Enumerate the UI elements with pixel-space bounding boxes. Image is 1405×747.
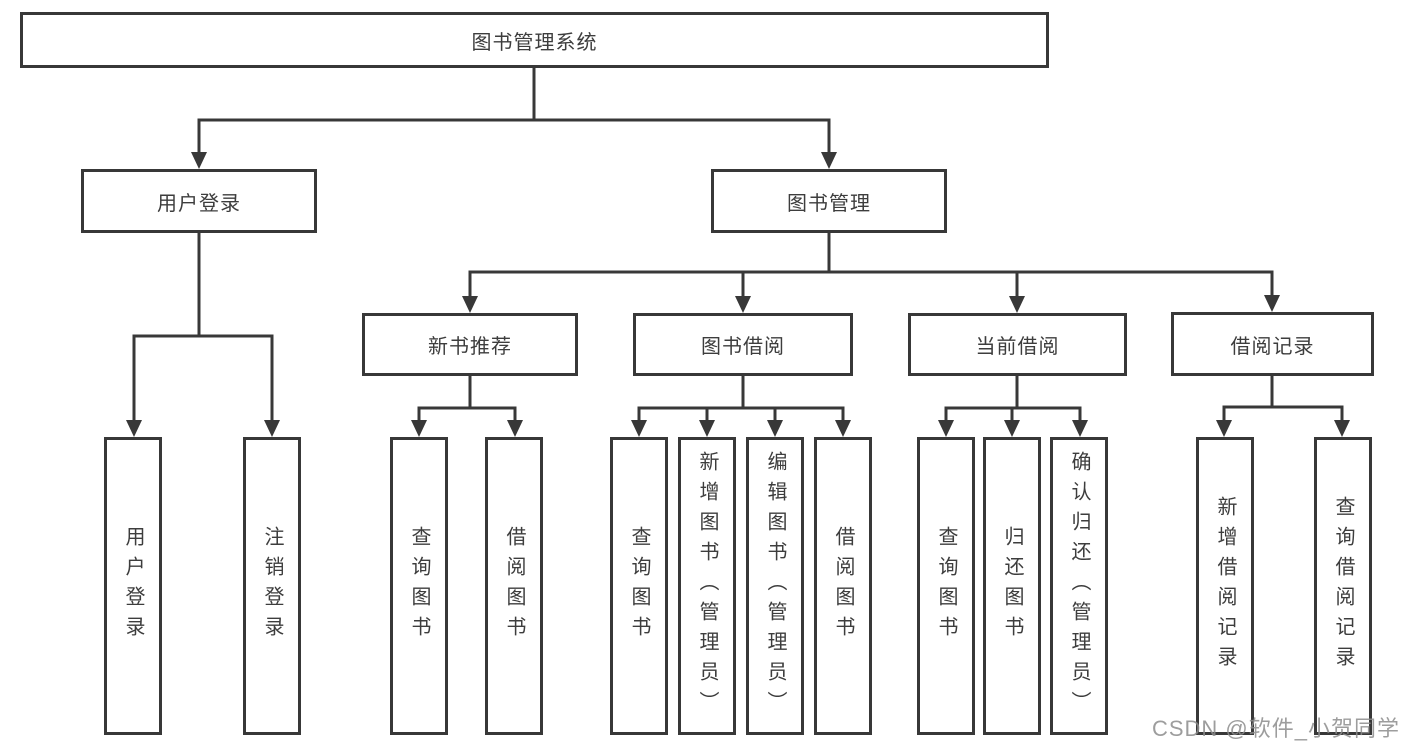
node-user-login: 用户登录: [81, 169, 317, 233]
node-book-management-label: 图书管理: [787, 192, 871, 215]
leaf-query-books-borrow: 查询图书: [610, 437, 668, 735]
node-user-login-label: 用户登录: [157, 192, 241, 215]
csdn-watermark: CSDN @软件_小贺同学: [1151, 716, 1400, 741]
leaf-borrow-books-recommend: 借阅图书: [485, 437, 543, 735]
leaf-add-books-admin-label: 新增图书（管理员）: [696, 451, 718, 721]
leaf-return-books: 归还图书: [983, 437, 1041, 735]
leaf-add-borrow-record: 新增借阅记录: [1196, 437, 1254, 735]
leaf-confirm-return-admin: 确认归还（管理员）: [1050, 437, 1108, 735]
leaf-query-books-borrow-label: 查询图书: [628, 526, 650, 646]
leaf-user-login: 用户登录: [104, 437, 162, 735]
leaf-confirm-return-admin-label: 确认归还（管理员）: [1068, 451, 1090, 721]
leaf-edit-books-admin-label: 编辑图书（管理员）: [764, 451, 786, 721]
leaf-borrow-books-label: 借阅图书: [832, 526, 854, 646]
leaf-query-borrow-record-label: 查询借阅记录: [1332, 496, 1354, 676]
leaf-borrow-books: 借阅图书: [814, 437, 872, 735]
node-book-borrowing-label: 图书借阅: [701, 336, 785, 358]
node-book-management: 图书管理: [711, 169, 947, 233]
leaf-edit-books-admin: 编辑图书（管理员）: [746, 437, 804, 735]
leaf-return-books-label: 归还图书: [1001, 526, 1023, 646]
node-root-label: 图书管理系统: [471, 31, 598, 54]
node-new-book-recommend-label: 新书推荐: [428, 336, 512, 358]
leaf-add-borrow-record-label: 新增借阅记录: [1214, 496, 1236, 676]
leaf-query-books-current-label: 查询图书: [935, 526, 957, 646]
leaf-query-borrow-record: 查询借阅记录: [1314, 437, 1372, 735]
leaf-query-books-recommend: 查询图书: [390, 437, 448, 735]
leaf-logout: 注销登录: [243, 437, 301, 735]
node-borrowing-records-label: 借阅记录: [1230, 335, 1315, 358]
node-current-borrowing-label: 当前借阅: [975, 336, 1060, 358]
leaf-logout-label: 注销登录: [261, 526, 283, 646]
leaf-query-books-current: 查询图书: [917, 437, 975, 735]
node-root-system: 图书管理系统: [20, 12, 1049, 68]
node-new-book-recommend: 新书推荐: [362, 313, 578, 376]
leaf-add-books-admin: 新增图书（管理员）: [678, 437, 736, 735]
leaf-query-books-recommend-label: 查询图书: [408, 526, 430, 646]
node-book-borrowing: 图书借阅: [633, 313, 853, 376]
node-borrowing-records: 借阅记录: [1171, 312, 1374, 376]
leaf-user-login-label: 用户登录: [122, 526, 144, 646]
node-current-borrowing: 当前借阅: [908, 313, 1127, 376]
leaf-borrow-books-recommend-label: 借阅图书: [503, 526, 525, 646]
